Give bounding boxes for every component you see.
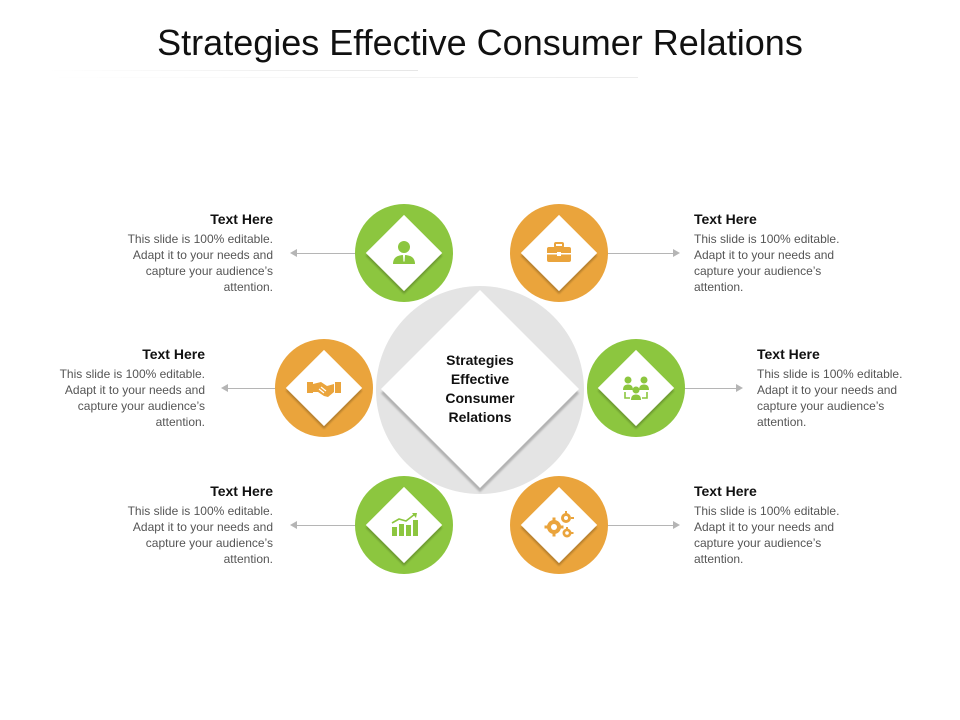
node-middle-right: [587, 339, 685, 437]
team-icon: [616, 368, 656, 408]
text-block-heading: Text Here: [210, 211, 273, 227]
arrow-top-left: [290, 249, 297, 257]
node-bottom-left: [355, 476, 453, 574]
text-block-body: This slide is 100% editable. Adapt it to…: [127, 504, 273, 566]
text-block-body: This slide is 100% editable. Adapt it to…: [694, 232, 840, 294]
connector-middle-right: [684, 388, 736, 389]
connector-top-left: [296, 253, 356, 254]
connector-bottom-right: [606, 525, 673, 526]
title-underline-rule-long: [48, 77, 638, 78]
text-block-middle-left: Text Here This slide is 100% editable. A…: [55, 345, 205, 430]
text-block-bottom-left: Text Here This slide is 100% editable. A…: [123, 482, 273, 567]
bar-chart-icon: [384, 505, 424, 545]
arrow-middle-right: [736, 384, 743, 392]
gears-icon: [539, 505, 579, 545]
person-icon: [384, 233, 424, 273]
connector-top-right: [606, 253, 673, 254]
text-block-heading: Text Here: [142, 346, 205, 362]
arrow-top-right: [673, 249, 680, 257]
arrow-middle-left: [221, 384, 228, 392]
text-block-heading: Text Here: [210, 483, 273, 499]
arrow-bottom-left: [290, 521, 297, 529]
handshake-icon: [304, 368, 344, 408]
arrow-bottom-right: [673, 521, 680, 529]
text-block-heading: Text Here: [757, 346, 820, 362]
node-bottom-right: [510, 476, 608, 574]
text-block-body: This slide is 100% editable. Adapt it to…: [757, 367, 903, 429]
text-block-heading: Text Here: [694, 211, 757, 227]
connector-middle-left: [227, 388, 277, 389]
text-block-middle-right: Text Here This slide is 100% editable. A…: [757, 345, 907, 430]
connector-bottom-left: [296, 525, 356, 526]
title-underline-rule: [48, 70, 418, 71]
node-middle-left: [275, 339, 373, 437]
text-block-top-left: Text Here This slide is 100% editable. A…: [123, 210, 273, 295]
text-block-body: This slide is 100% editable. Adapt it to…: [127, 232, 273, 294]
text-block-body: This slide is 100% editable. Adapt it to…: [694, 504, 840, 566]
text-block-body: This slide is 100% editable. Adapt it to…: [59, 367, 205, 429]
node-top-right: [510, 204, 608, 302]
text-block-bottom-right: Text Here This slide is 100% editable. A…: [694, 482, 844, 567]
text-block-heading: Text Here: [694, 483, 757, 499]
text-block-top-right: Text Here This slide is 100% editable. A…: [694, 210, 844, 295]
center-label: Strategies Effective Consumer Relations: [445, 352, 515, 425]
slide-title: Strategies Effective Consumer Relations: [157, 22, 803, 63]
briefcase-icon: [539, 233, 579, 273]
node-top-left: [355, 204, 453, 302]
